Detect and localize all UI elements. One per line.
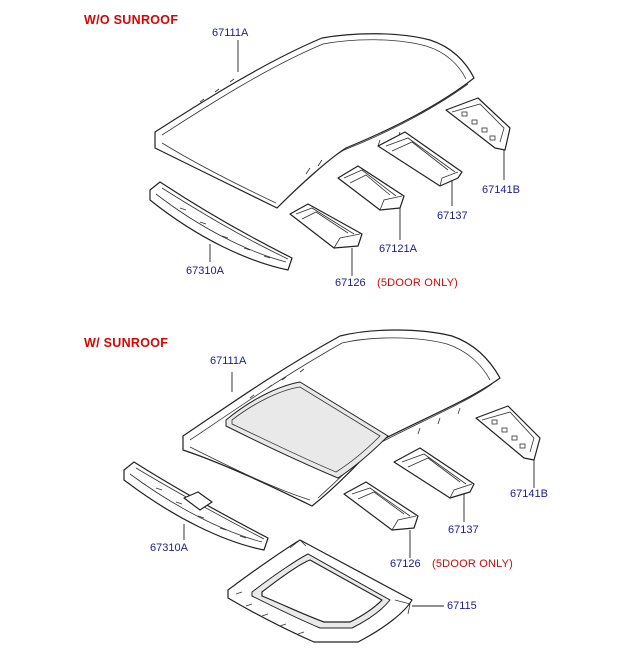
part-label-67111a-bottom[interactable]: 67111A [210, 355, 247, 367]
section-title-without-sunroof: W/O SUNROOF [84, 13, 179, 27]
note-5door-only-bottom: (5DOOR ONLY) [432, 558, 514, 570]
rear-rail-wo-sunroof[interactable] [445, 97, 511, 151]
part-label-67126-top[interactable]: 67126 [335, 277, 366, 289]
note-5door-only-top: (5DOOR ONLY) [377, 277, 459, 289]
roof-panel-w-sunroof[interactable] [182, 329, 501, 507]
front-rail-w-sunroof[interactable] [123, 461, 269, 551]
crossmember-67137-w-sunroof[interactable] [393, 447, 475, 499]
part-label-67310a-top[interactable]: 67310A [186, 265, 224, 277]
front-rail-wo-sunroof[interactable] [149, 181, 293, 271]
part-label-67126-bottom[interactable]: 67126 [390, 558, 421, 570]
sunroof-frame[interactable] [227, 539, 413, 643]
part-label-67141b-bottom[interactable]: 67141B [510, 488, 548, 500]
crossmember-67137-wo-sunroof[interactable] [377, 131, 463, 187]
part-label-67137-bottom[interactable]: 67137 [448, 524, 479, 536]
part-label-67121a-top[interactable]: 67121A [379, 243, 417, 255]
rear-rail-w-sunroof[interactable] [475, 405, 541, 461]
part-label-67141b-top[interactable]: 67141B [482, 184, 520, 196]
crossmember-67126-wo-sunroof[interactable] [289, 203, 363, 249]
crossmember-67126-w-sunroof[interactable] [343, 481, 419, 531]
part-label-67310a-bottom[interactable]: 67310A [150, 542, 188, 554]
part-label-67111a-top[interactable]: 67111A [212, 27, 249, 39]
part-label-67115[interactable]: 67115 [447, 600, 477, 612]
section-title-with-sunroof: W/ SUNROOF [84, 336, 169, 350]
roof-panel-wo-sunroof[interactable] [154, 33, 475, 209]
part-label-67137-top[interactable]: 67137 [437, 210, 468, 222]
crossmember-67121a-wo-sunroof[interactable] [337, 165, 405, 211]
